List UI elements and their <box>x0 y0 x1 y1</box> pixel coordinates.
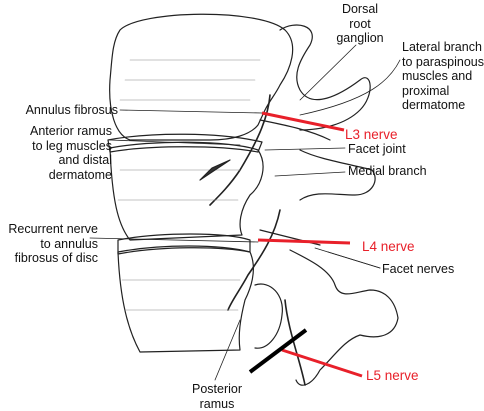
label-anterior-ramus: Anterior ramus to leg muscles and distal… <box>30 124 112 182</box>
nerve-trunk <box>259 119 331 141</box>
black-marker-line <box>248 328 308 374</box>
disc-outline <box>107 133 263 153</box>
l3-marker-line <box>261 111 345 132</box>
label-lateral-branch: Lateral branch to paraspinous muscles an… <box>402 40 484 112</box>
leader-line <box>89 237 259 243</box>
label-posterior-ramus: Posterior ramus <box>191 382 243 411</box>
leader-line <box>264 147 346 151</box>
process-outline <box>254 283 283 349</box>
leader-line <box>109 139 241 146</box>
vertebra-outline <box>109 141 264 241</box>
leader-line <box>119 109 263 114</box>
label-medial-branch: Medial branch <box>348 164 427 178</box>
leader-line <box>214 319 241 381</box>
shading <box>117 59 261 311</box>
process-outline <box>299 149 376 201</box>
arrow-shape <box>199 159 231 181</box>
process-outline <box>279 24 371 131</box>
l4-marker-line <box>257 238 351 245</box>
disc-outline <box>117 233 251 255</box>
nerve-trunk <box>227 209 281 311</box>
leader-line <box>299 44 357 101</box>
leader-line <box>274 171 346 177</box>
leader-line <box>299 59 401 116</box>
annotation-l3-nerve: L3 nerve <box>345 127 398 142</box>
nerve-trunk <box>284 299 306 386</box>
l5-marker-line <box>281 348 363 378</box>
process-outline <box>289 249 399 386</box>
vertebra-outline <box>117 245 254 353</box>
leader-line <box>327 251 381 269</box>
label-dorsal-root-ganglion: Dorsal root ganglion <box>336 2 384 45</box>
nerve-trunk <box>209 94 271 206</box>
nerve-trunk <box>259 229 321 246</box>
label-annulus-fibrosus: Annulus fibrosus <box>25 103 118 117</box>
annotation-l4-nerve: L4 nerve <box>362 239 415 254</box>
label-recurrent-nerve: Recurrent nerve to annulus fibrosus of d… <box>8 222 98 265</box>
vertebra-outline <box>109 13 294 141</box>
label-facet-joint: Facet joint <box>348 142 406 156</box>
annotation-l5-nerve: L5 nerve <box>366 368 419 383</box>
label-facet-nerves: Facet nerves <box>382 262 455 276</box>
